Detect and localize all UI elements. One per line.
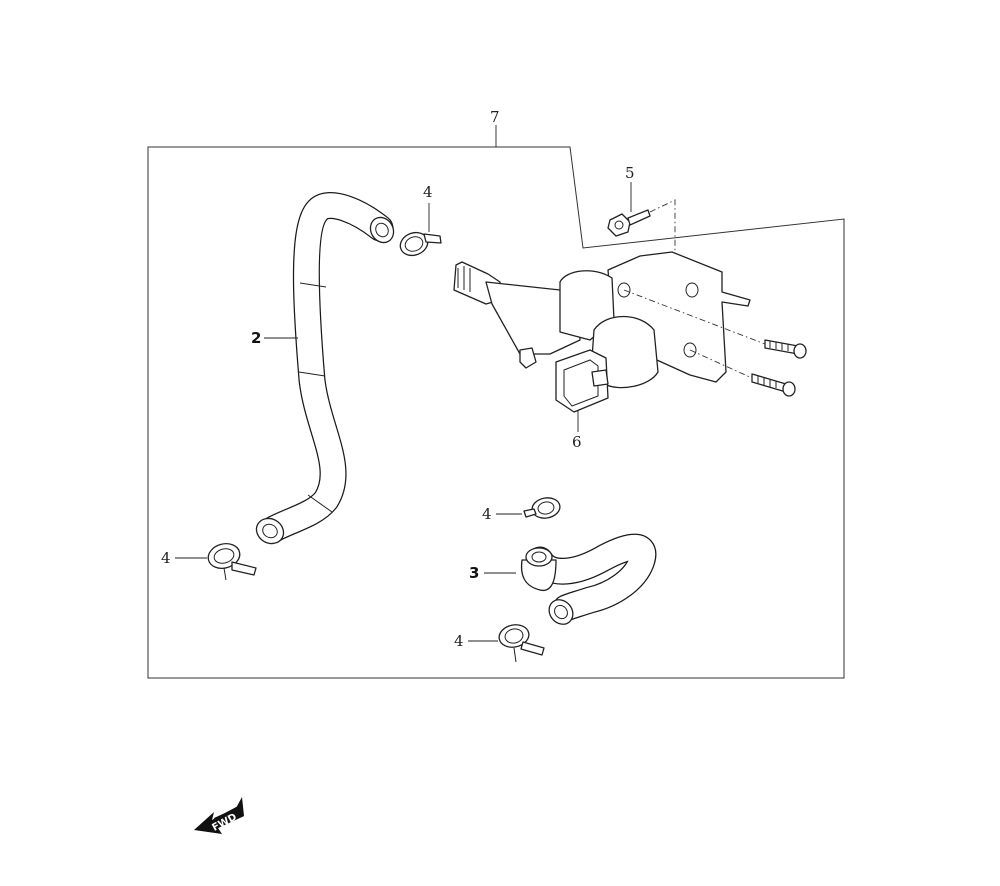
valve-assembly <box>453 251 751 413</box>
hose-short <box>520 533 657 625</box>
callout-7: 7 <box>490 108 500 126</box>
clamp-bottom <box>498 624 545 663</box>
callout-4-top: 4 <box>423 183 433 201</box>
callout-4-left: 4 <box>161 549 171 567</box>
screw-centerline-lower <box>689 349 753 379</box>
clamp-top <box>399 231 442 257</box>
clamp-middle <box>523 497 561 519</box>
bolt <box>607 209 651 237</box>
screw-lower <box>751 373 796 397</box>
callout-3: 3 <box>469 564 479 582</box>
assembly-frame <box>147 146 845 679</box>
bolt-centerline <box>649 199 676 262</box>
forward-direction-arrow-icon: FWD <box>194 797 244 834</box>
callout-2: 2 <box>251 329 261 347</box>
clamp-left <box>207 543 257 581</box>
callout-6: 6 <box>572 433 582 451</box>
hose-long <box>255 192 395 545</box>
callout-4-bottom: 4 <box>454 632 464 650</box>
callout-4-middle: 4 <box>482 505 492 523</box>
screw-centerline-upper <box>623 289 766 345</box>
callout-5: 5 <box>625 164 635 182</box>
screw-upper <box>764 339 807 359</box>
